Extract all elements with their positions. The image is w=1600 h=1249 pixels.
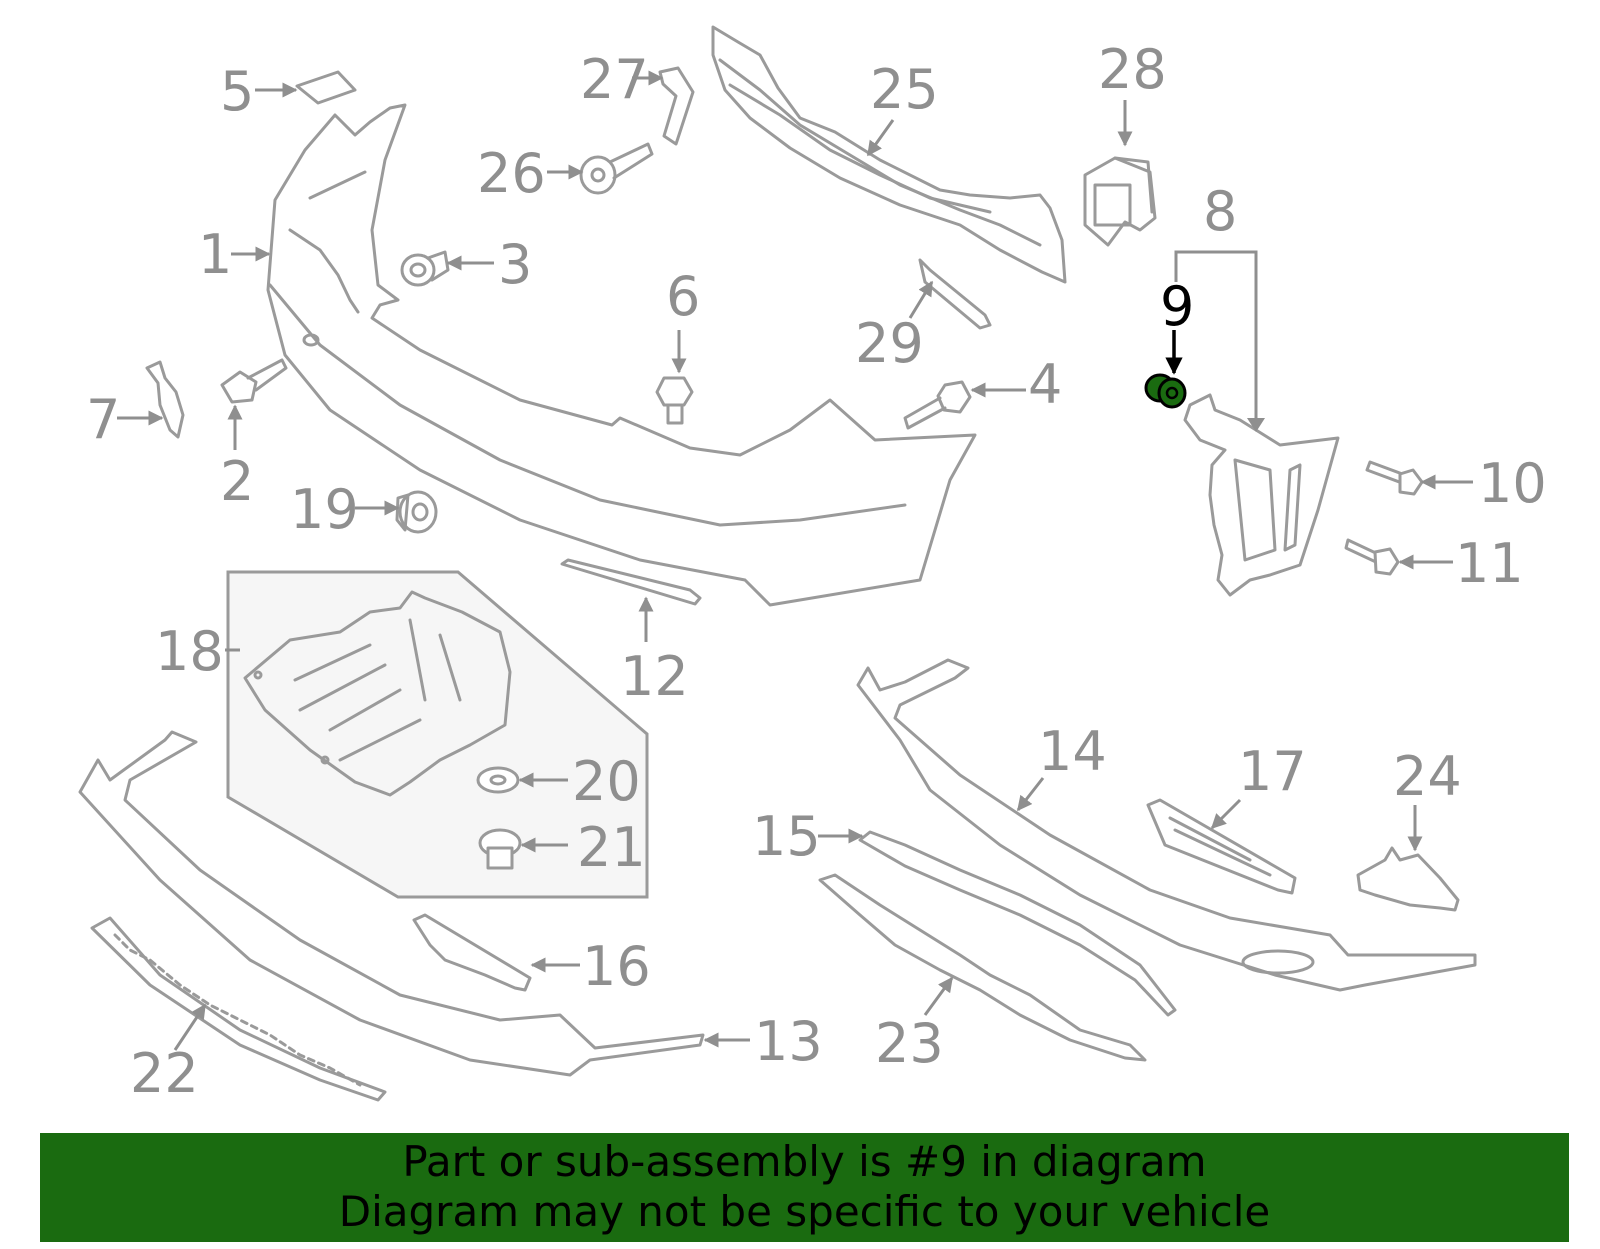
callout-8: 8 (1203, 180, 1237, 243)
callout-13: 13 (754, 1010, 823, 1073)
bracket-part-24[interactable] (1356, 846, 1460, 912)
callout-21: 21 (577, 816, 646, 879)
bumper-bracket-part-8[interactable] (1183, 393, 1340, 597)
bolt-part-4[interactable] (903, 380, 972, 430)
callout-4: 4 (1028, 353, 1062, 416)
washer-part-20[interactable] (476, 766, 520, 794)
leader-arrows (117, 70, 1473, 1051)
callout-17: 17 (1238, 740, 1307, 803)
callout-23: 23 (875, 1012, 944, 1075)
callout-9: 9 (1160, 275, 1194, 338)
callout-5: 5 (220, 60, 254, 123)
highlighted-part-9[interactable] (1144, 373, 1187, 409)
callout-18: 18 (155, 620, 224, 683)
callout-20: 20 (572, 750, 641, 813)
callout-16: 16 (582, 935, 651, 998)
screw-part-26[interactable] (579, 142, 654, 195)
side-molding-part-14[interactable] (856, 658, 1477, 992)
bracket-part-7[interactable] (145, 360, 185, 439)
bracket-part-27[interactable] (658, 66, 695, 146)
callout-29: 29 (855, 312, 924, 375)
grommet-part-3[interactable] (400, 250, 450, 287)
underbody-shield-kit-part-18[interactable] (226, 570, 649, 899)
lower-molding-part-23[interactable] (818, 873, 1147, 1062)
callout-27: 27 (580, 48, 649, 111)
bolt-part-10[interactable] (1365, 460, 1424, 496)
callout-6: 6 (666, 265, 700, 328)
trim-strip-part-12[interactable] (560, 558, 702, 606)
bracket-part-29[interactable] (918, 258, 992, 330)
callout-2: 2 (220, 450, 254, 513)
callout-19: 19 (290, 478, 359, 541)
bolt-part-6[interactable] (655, 376, 694, 425)
callout-7: 7 (86, 388, 120, 451)
callout-15: 15 (752, 805, 821, 868)
clip-part-19[interactable] (395, 490, 438, 534)
callout-22: 22 (130, 1042, 199, 1105)
lower-valance-part-13[interactable] (78, 730, 705, 1077)
bumper-cover-part[interactable] (266, 103, 977, 607)
callout-25: 25 (870, 58, 939, 121)
reflector-part-17[interactable] (1146, 798, 1297, 895)
molding-part-15[interactable] (858, 830, 1177, 1017)
bolt-part-11[interactable] (1344, 538, 1400, 576)
callout-28: 28 (1098, 38, 1167, 101)
callout-14: 14 (1038, 720, 1107, 783)
part-8-group-arrowhead (1247, 418, 1265, 432)
part-8-group-bracket (1174, 250, 1258, 422)
bolt-part-2[interactable] (220, 358, 288, 404)
banner-line-2: Diagram may not be specific to your vehi… (338, 1187, 1271, 1236)
reinforcement-beam-part-25[interactable] (711, 25, 1067, 284)
reflector-trim-part-16[interactable] (412, 913, 532, 992)
info-banner: Part or sub-assembly is #9 in diagram Di… (40, 1133, 1569, 1242)
callout-numbers: 1 2 3 4 5 6 7 8 9 10 11 12 13 14 15 16 1… (86, 38, 1547, 1105)
nut-part-21[interactable] (478, 828, 522, 870)
grille-mesh-part-22[interactable] (90, 916, 387, 1102)
callout-11: 11 (1455, 532, 1524, 595)
sensor-bracket-part-28[interactable] (1083, 156, 1157, 247)
callout-12: 12 (620, 645, 689, 708)
callout-1: 1 (198, 223, 232, 286)
banner-line-1: Part or sub-assembly is #9 in diagram (402, 1137, 1207, 1186)
callout-10: 10 (1478, 452, 1547, 515)
callout-26: 26 (477, 142, 546, 205)
callout-24: 24 (1393, 745, 1462, 808)
cap-part-5[interactable] (295, 70, 357, 105)
callout-3: 3 (498, 233, 532, 296)
